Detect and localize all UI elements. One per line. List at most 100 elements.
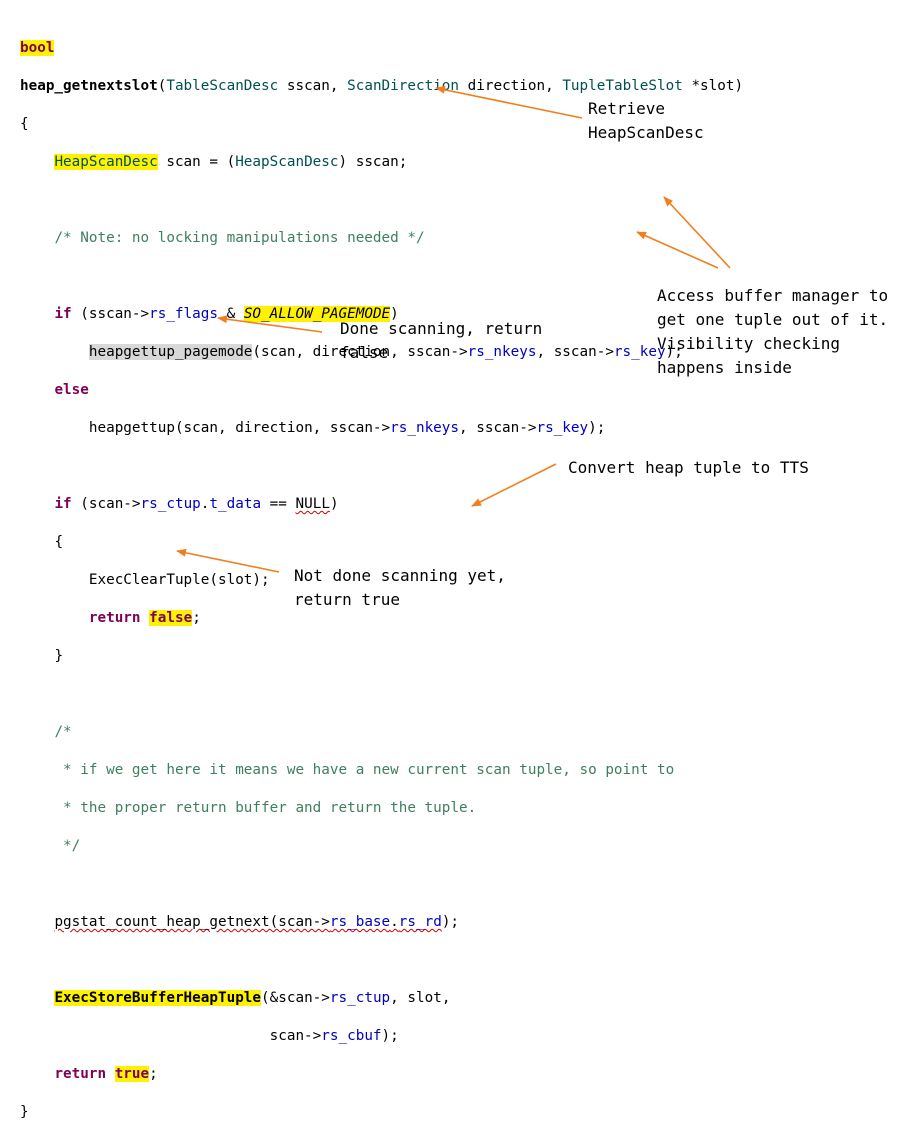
annotation-not-done: Not done scanning yet, return true (294, 566, 506, 609)
code-line-20: * if we get here it means we have a new … (20, 761, 743, 780)
code-line-1: bool (20, 39, 743, 58)
code-token: (scan, direction, sscan-> (252, 344, 468, 360)
code-comment: /* (54, 724, 72, 740)
function-call: heapgettup (88, 420, 175, 436)
annotation-access-buffer: Access buffer manager to get one tuple o… (657, 286, 889, 377)
code-line-4: HeapScanDesc scan = (HeapScanDesc) sscan… (20, 153, 743, 172)
code-token: ); (381, 1028, 399, 1044)
code-line-3: { (20, 115, 743, 134)
code-token: ); (588, 420, 606, 436)
code-line-11: heapgettup(scan, direction, sscan->rs_nk… (20, 419, 743, 438)
annotation-done-scanning: Done scanning, return false (340, 319, 543, 362)
code-token: sscan, (278, 78, 348, 94)
code-token: ; (149, 1066, 158, 1082)
code-line-24: pgstat_count_heap_getnext(scan->rs_base.… (20, 913, 743, 932)
code-token: { (20, 116, 29, 132)
code-line-26: ExecStoreBufferHeapTuple(&scan->rs_ctup,… (20, 989, 743, 1008)
type-token: HeapScanDesc (54, 154, 158, 170)
field-token: rs_nkeys (467, 344, 537, 360)
code-token: } (54, 648, 64, 664)
annotation-retrieve: Retrieve HeapScanDesc (588, 99, 704, 142)
code-token: . (200, 496, 210, 512)
code-line-10: else (20, 381, 743, 400)
code-token: (&scan-> (261, 990, 330, 1006)
code-comment: */ (54, 838, 81, 854)
code-line-25 (20, 951, 743, 970)
code-comment: * if we get here it means we have a new … (54, 762, 675, 778)
code-line-14: { (20, 533, 743, 552)
field-token: rs_cbuf (321, 1028, 382, 1044)
code-comment: /* Note: no locking manipulations needed… (54, 230, 425, 246)
code-token: & (218, 306, 244, 322)
keyword-token: if (54, 306, 72, 322)
field-token: rs_rd (398, 914, 442, 930)
field-token: rs_key (613, 344, 666, 360)
code-line-15: ExecClearTuple(slot); (20, 571, 743, 590)
code-token: , sscan-> (536, 344, 614, 360)
code-line-9: heapgettup_pagemode(scan, direction, ssc… (20, 343, 743, 362)
code-token: scan-> (269, 1028, 322, 1044)
code-token: ); (441, 914, 460, 930)
code-line-16: return false; (20, 609, 743, 628)
field-token: rs_base (329, 914, 391, 930)
code-line-17: } (20, 647, 743, 666)
code-token (141, 610, 150, 626)
type-token: HeapScanDesc (235, 154, 339, 170)
field-token: rs_ctup (329, 990, 391, 1006)
code-line-7 (20, 267, 743, 286)
code-token: , sscan-> (459, 420, 537, 436)
code-line-27: scan->rs_cbuf); (20, 1027, 743, 1046)
function-call: heapgettup_pagemode (88, 344, 253, 360)
true-literal: true (114, 1066, 150, 1082)
code-token: } (20, 1104, 29, 1120)
code-token: (sscan-> (71, 306, 150, 322)
code-token: direction, (459, 78, 563, 94)
function-call: pgstat_count_heap_getnext(scan-> (54, 914, 330, 930)
field-token: rs_flags (149, 306, 218, 322)
code-line-18 (20, 685, 743, 704)
keyword-token: return (88, 610, 141, 626)
code-token: scan = ( (157, 154, 236, 170)
keyword-token: else (54, 382, 89, 398)
field-token: rs_ctup (140, 496, 201, 512)
code-token: , slot, (390, 990, 451, 1006)
function-call: ExecStoreBufferHeapTuple (54, 990, 262, 1006)
code-line-6: /* Note: no locking manipulations needed… (20, 229, 743, 248)
code-line-5 (20, 191, 743, 210)
field-token: rs_key (536, 420, 589, 436)
code-token: ExecClearTuple(slot); (88, 572, 270, 588)
code-line-29: } (20, 1103, 743, 1122)
code-line-28: return true; (20, 1065, 743, 1084)
code-token: ) (390, 306, 399, 322)
return-type: bool (20, 40, 55, 56)
type-token: TupleTableSlot (562, 78, 683, 94)
annotation-convert-tts: Convert heap tuple to TTS (568, 458, 809, 477)
code-line-13: if (scan->rs_ctup.t_data == NULL) (20, 495, 743, 514)
code-token: . (390, 914, 399, 930)
code-token: (scan, direction, sscan-> (174, 420, 391, 436)
code-token: ( (157, 78, 167, 94)
code-line-19: /* (20, 723, 743, 742)
code-line-23 (20, 875, 743, 894)
field-token: rs_nkeys (390, 420, 460, 436)
code-line-21: * the proper return buffer and return th… (20, 799, 743, 818)
code-token: ); (665, 344, 683, 360)
keyword-token: return (54, 1066, 107, 1082)
keyword-token: if (54, 496, 72, 512)
code-line-22: */ (20, 837, 743, 856)
code-token: ) sscan; (338, 154, 408, 170)
code-token: { (54, 534, 64, 550)
field-token: t_data (209, 496, 262, 512)
code-token (106, 1066, 115, 1082)
type-token: TableScanDesc (166, 78, 279, 94)
code-token: (scan-> (71, 496, 141, 512)
false-literal: false (149, 610, 193, 626)
code-token: *slot) (682, 78, 744, 94)
function-name: heap_getnextslot (20, 78, 158, 94)
code-token: ; (192, 610, 201, 626)
code-token: ) (329, 496, 339, 512)
code-line-2: heap_getnextslot(TableScanDesc sscan, Sc… (20, 77, 743, 96)
type-token: ScanDirection (347, 78, 460, 94)
code-comment: * the proper return buffer and return th… (54, 800, 477, 816)
null-token: NULL (295, 496, 330, 512)
